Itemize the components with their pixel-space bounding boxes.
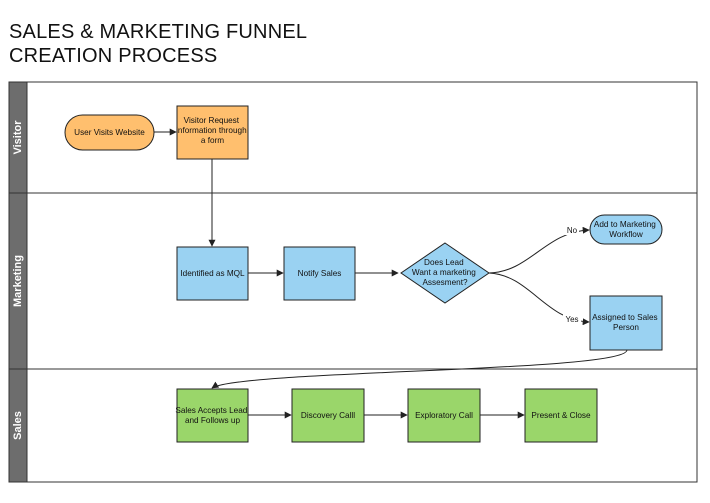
node-exploratory-call-label: Exploratory Call <box>415 411 473 420</box>
node-notify-sales-line-1: Notify Sales <box>298 269 342 278</box>
node-present-and-close-shape <box>524 388 598 443</box>
node-identified-as-mql-shape <box>176 246 249 301</box>
node-exploratory-call-line-1: Exploratory Call <box>415 411 473 420</box>
edge-label-yes-bg <box>563 313 581 324</box>
node-user-visits-website-shape <box>64 114 155 151</box>
edge-assigned-sales-to-sales-accepts <box>211 349 628 389</box>
node-present-and-close-label: Present & Close <box>531 411 591 420</box>
node-assigned-to-sales-line-2: Person <box>613 323 639 332</box>
node-user-visits-website-label: User Visits Website <box>74 128 145 137</box>
node-exploratory-call-shape <box>407 388 481 443</box>
node-assigned-to-sales-line-1: Assigned to Sales <box>592 313 658 322</box>
node-does-lead-line-3: Assesment? <box>422 278 467 287</box>
node-assigned-to-sales-person-label: Assigned to Sales Person <box>592 313 660 332</box>
node-sales-accepts-line-1: Sales Accepts Lead <box>175 406 247 415</box>
node-notify-sales-shape <box>283 246 356 301</box>
node-visitor-request-line-3: a form <box>201 136 224 145</box>
node-does-lead-decision[interactable]: Does Lead Want a marketing Assesment? <box>400 242 490 304</box>
lane-visitor-label: Visitor <box>12 120 24 155</box>
diagram-title: SALES & MARKETING FUNNEL CREATION PROCES… <box>9 20 307 68</box>
nodes: User Visits Website Visitor Request info… <box>64 105 663 443</box>
node-discovery-call-label: Discovery Calll <box>301 411 355 420</box>
node-sales-accepts-lead[interactable]: Sales Accepts Lead and Follows up <box>175 388 249 443</box>
node-user-visits-website-line-1: User Visits Website <box>74 128 145 137</box>
node-visitor-request[interactable]: Visitor Request information through a fo… <box>176 105 249 160</box>
node-notify-sales-label: Notify Sales <box>298 269 342 278</box>
node-visitor-request-shape <box>176 105 249 160</box>
node-identified-as-mql[interactable]: Identified as MQL <box>176 246 249 301</box>
node-discovery-call-shape <box>291 388 365 443</box>
node-does-lead-decision-label: Does Lead Want a marketing Assesment? <box>412 258 478 287</box>
edge-label-no-bg <box>565 224 579 235</box>
lane-sales-label: Sales <box>12 411 24 440</box>
node-exploratory-call[interactable]: Exploratory Call <box>407 388 481 443</box>
node-present-and-close-line-1: Present & Close <box>531 411 591 420</box>
node-visitor-request-line-1: Visitor Request <box>184 116 240 125</box>
node-user-visits-website[interactable]: User Visits Website <box>64 114 155 151</box>
node-discovery-call[interactable]: Discovery Calll <box>291 388 365 443</box>
node-does-lead-decision-shape <box>400 242 490 304</box>
node-does-lead-line-1: Does Lead <box>424 258 464 267</box>
node-does-lead-line-2: Want a marketing <box>412 268 476 277</box>
title-line-1: SALES & MARKETING FUNNEL <box>9 21 308 43</box>
node-notify-sales[interactable]: Notify Sales <box>283 246 356 301</box>
edges: No Yes <box>154 128 628 419</box>
node-add-to-marketing-workflow[interactable]: Add to Marketing Workflow <box>589 214 663 245</box>
lane-sales-header <box>8 368 28 483</box>
node-sales-accepts-lead-label: Sales Accepts Lead and Follows up <box>175 406 249 425</box>
node-visitor-request-label: Visitor Request information through a fo… <box>176 116 249 145</box>
edge-label-yes: Yes <box>565 315 578 324</box>
node-assigned-to-sales-person-shape <box>589 295 663 351</box>
lane-marketing-label: Marketing <box>12 255 24 307</box>
edge-label-no: No <box>567 226 578 235</box>
node-discovery-call-line-1: Discovery Calll <box>301 411 355 420</box>
title-line-2: CREATION PROCESS <box>9 45 218 67</box>
node-identified-as-mql-line-1: Identified as MQL <box>180 269 245 278</box>
node-present-and-close[interactable]: Present & Close <box>524 388 598 443</box>
node-visitor-request-line-2: information through <box>176 126 247 135</box>
node-add-to-marketing-workflow-shape <box>589 214 663 245</box>
node-add-to-marketing-workflow-label: Add to Marketing Workflow <box>594 220 658 239</box>
node-sales-accepts-lead-shape <box>176 388 249 443</box>
node-assigned-to-sales-person[interactable]: Assigned to Sales Person <box>589 295 663 351</box>
node-add-to-marketing-line-2: Workflow <box>609 230 643 239</box>
node-identified-as-mql-label: Identified as MQL <box>180 269 245 278</box>
node-sales-accepts-line-2: and Follows up <box>185 416 241 425</box>
node-add-to-marketing-line-1: Add to Marketing <box>594 220 656 229</box>
